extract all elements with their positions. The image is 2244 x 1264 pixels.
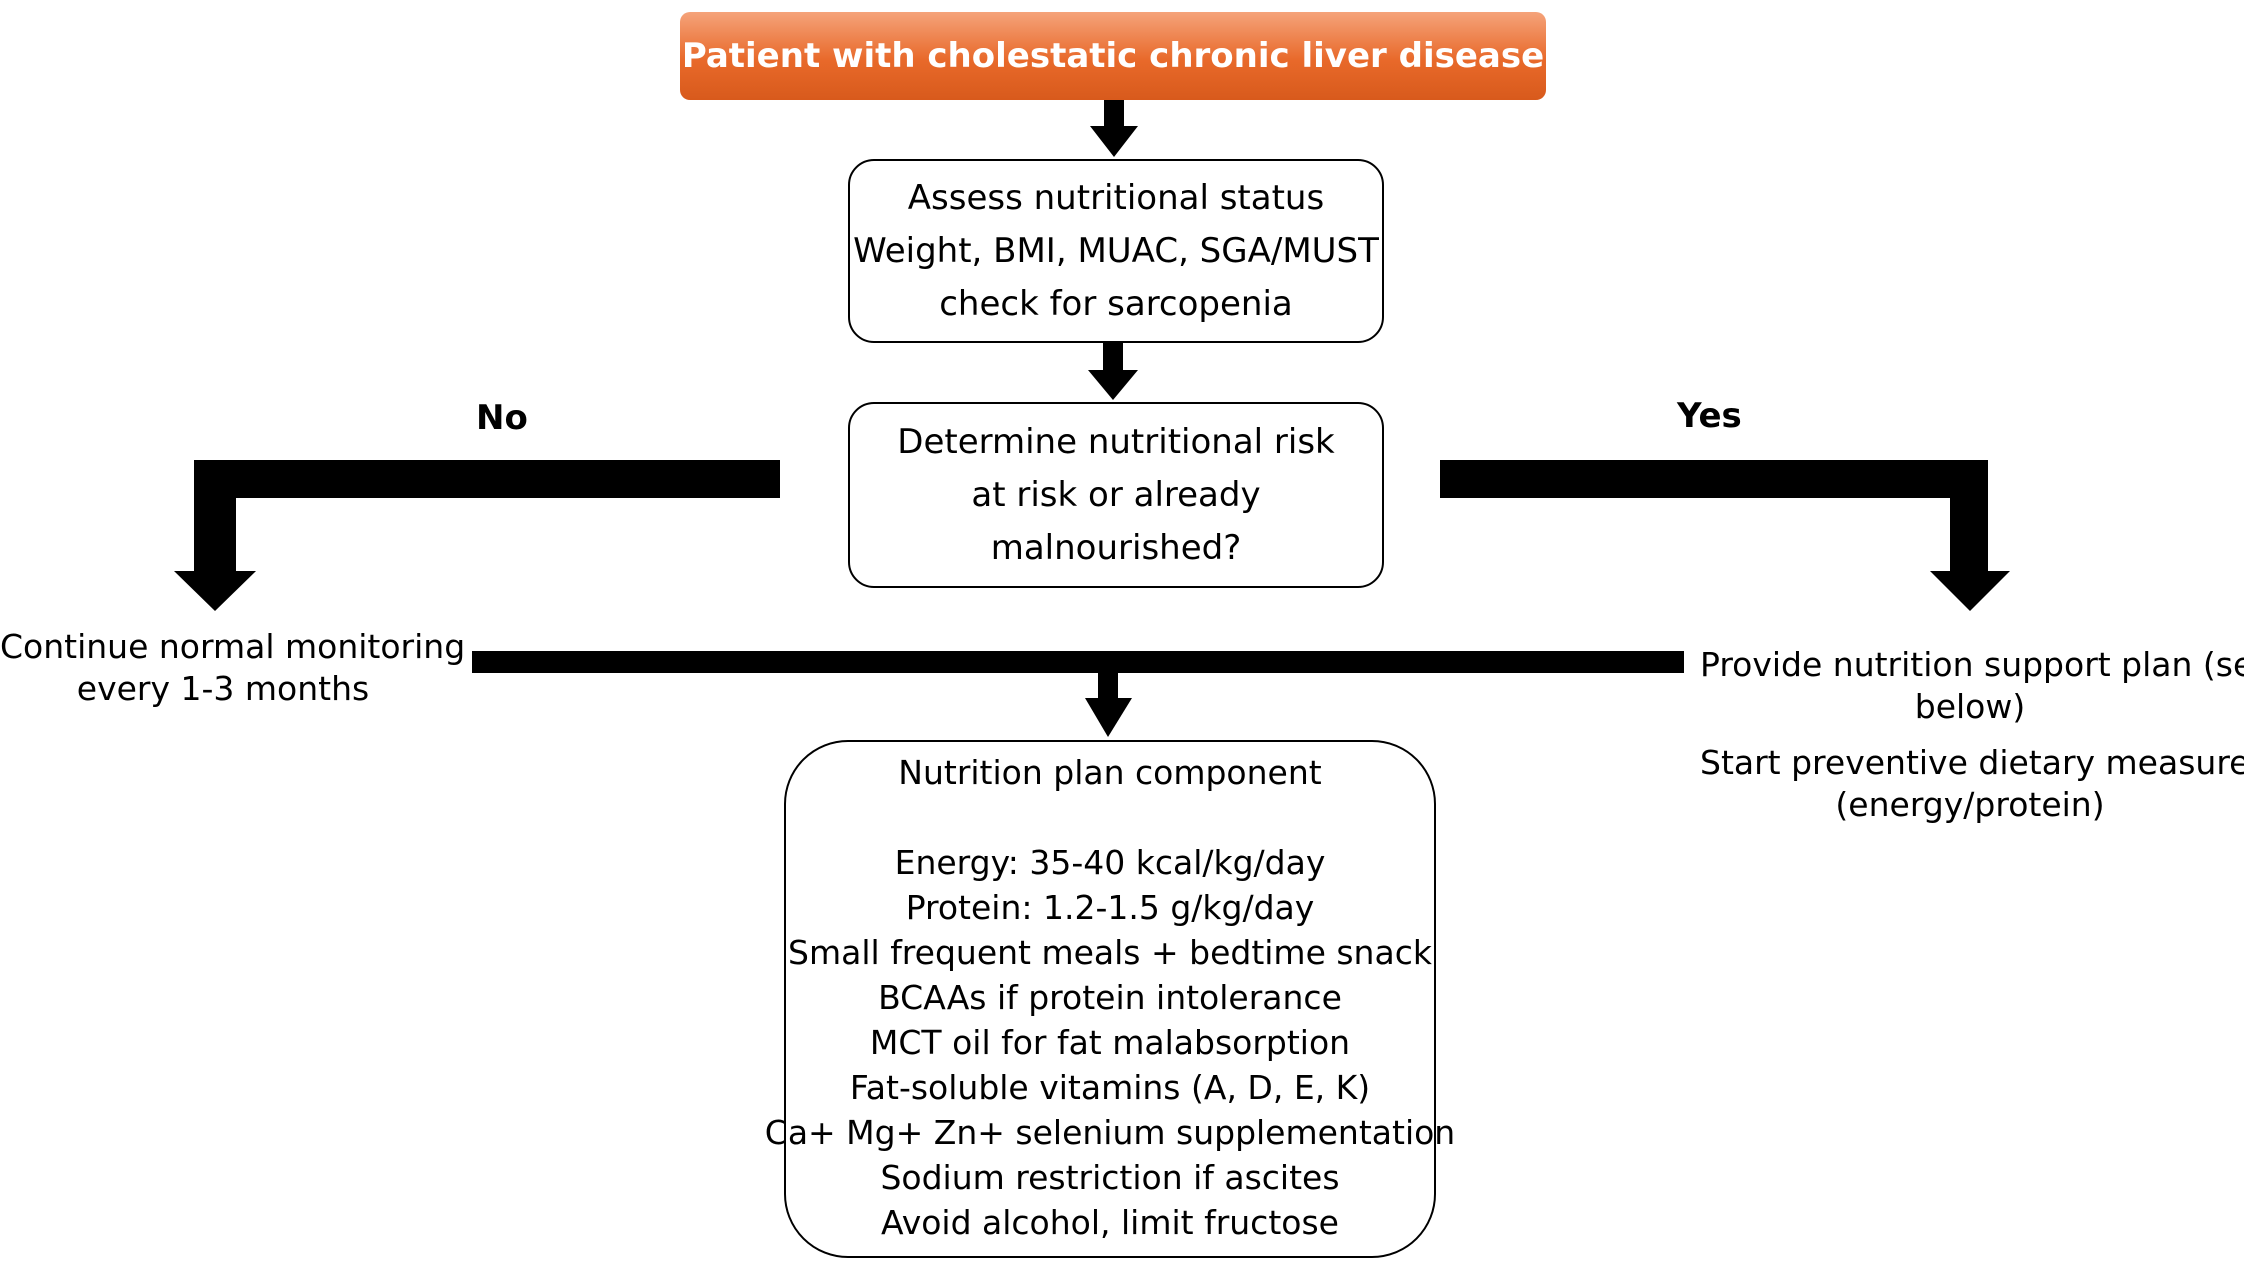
plan-item: Small frequent meals + bedtime snack bbox=[788, 933, 1432, 972]
plan-item: Fat-soluble vitamins (A, D, E, K) bbox=[849, 1068, 1371, 1107]
arrow-assess-to-risk bbox=[1088, 343, 1138, 400]
yes-outcome-line: Provide nutrition support plan (see bbox=[1700, 645, 2244, 684]
no-outcome-line: every 1-3 months bbox=[76, 669, 370, 708]
risk-box: Determine nutritional risk at risk or al… bbox=[848, 402, 1384, 588]
plan-heading: Nutrition plan component bbox=[898, 753, 1322, 792]
risk-line: malnourished? bbox=[990, 527, 1242, 568]
title-text: Patient with cholestatic chronic liver d… bbox=[681, 35, 1545, 76]
nutrition-plan-box: Nutrition plan component Energy: 35-40 k… bbox=[765, 740, 1455, 1258]
plan-item: Ca+ Mg+ Zn+ selenium supplementation bbox=[764, 1113, 1456, 1152]
yes-outcome-line: below) bbox=[1914, 687, 2026, 726]
arrow-yes-branch bbox=[1440, 460, 2010, 611]
no-label: No bbox=[476, 398, 528, 438]
plan-item: Sodium restriction if ascites bbox=[880, 1158, 1340, 1197]
assess-box: Assess nutritional status Weight, BMI, M… bbox=[848, 159, 1384, 343]
risk-line: at risk or already bbox=[971, 474, 1261, 515]
yes-outcome-line: Start preventive dietary measures bbox=[1700, 743, 2244, 782]
plan-item: Protein: 1.2-1.5 g/kg/day bbox=[905, 888, 1315, 927]
plan-item: Energy: 35-40 kcal/kg/day bbox=[894, 843, 1326, 882]
plan-item: BCAAs if protein intolerance bbox=[878, 978, 1342, 1017]
plan-item: Avoid alcohol, limit fructose bbox=[881, 1203, 1339, 1242]
assess-line: Weight, BMI, MUAC, SGA/MUST bbox=[853, 230, 1379, 271]
no-outcome-text: Continue normal monitoring every 1-3 mon… bbox=[0, 626, 466, 710]
yes-outcome-line: (energy/protein) bbox=[1835, 785, 2105, 824]
arrow-no-branch bbox=[174, 460, 780, 611]
title-box: Patient with cholestatic chronic liver d… bbox=[680, 12, 1546, 100]
yes-label: Yes bbox=[1677, 396, 1742, 436]
plan-item: MCT oil for fat malabsorption bbox=[869, 1023, 1351, 1062]
assess-line: Assess nutritional status bbox=[907, 177, 1325, 218]
arrow-merge-to-plan bbox=[1085, 673, 1132, 737]
yes-outcome-text: Provide nutrition support plan (see belo… bbox=[1700, 644, 2244, 826]
merge-bar bbox=[472, 651, 1684, 673]
arrow-title-to-assess bbox=[1090, 100, 1138, 157]
no-outcome-line: Continue normal monitoring bbox=[0, 627, 466, 666]
risk-line: Determine nutritional risk bbox=[897, 421, 1335, 462]
assess-line: check for sarcopenia bbox=[939, 283, 1293, 324]
